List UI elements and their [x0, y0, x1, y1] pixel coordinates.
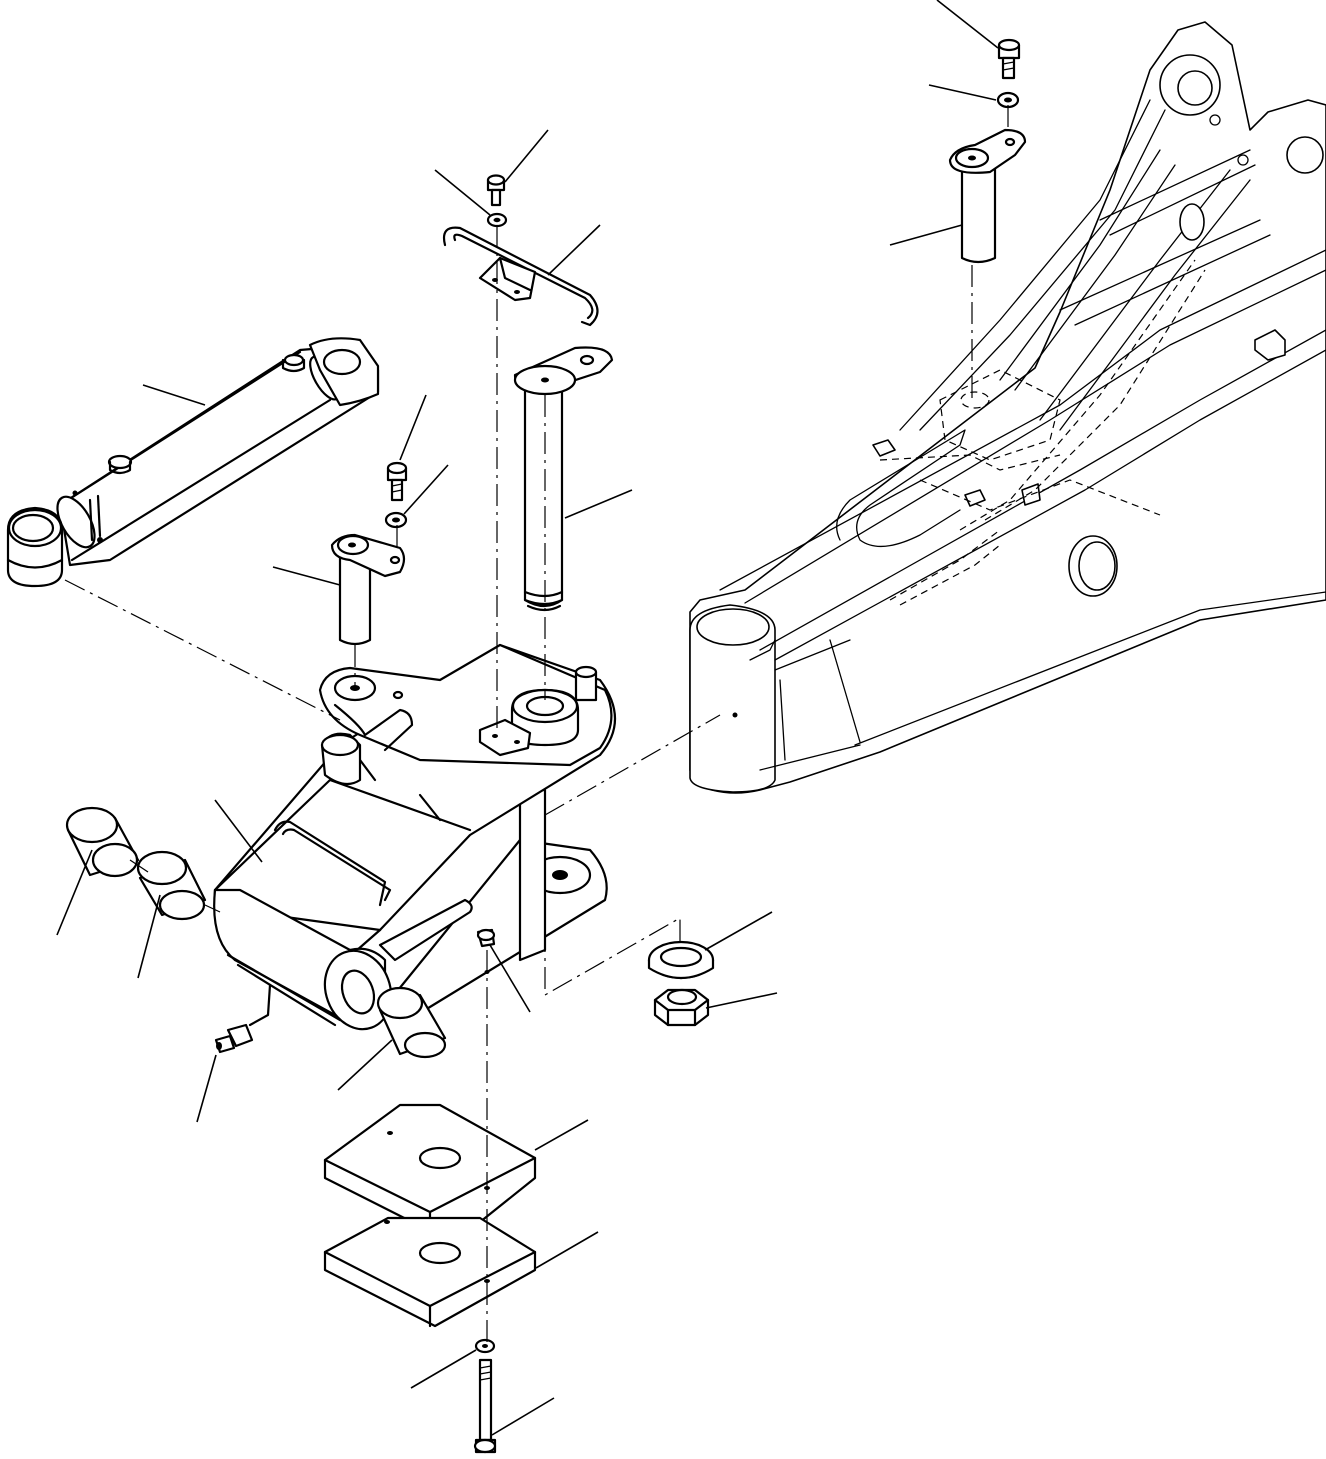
swing-bracket	[213, 643, 617, 1054]
assembly-axes	[64, 105, 1009, 1342]
bushing-2	[136, 850, 207, 921]
thrust-washer	[647, 940, 715, 980]
bushing-1	[65, 806, 140, 878]
wear-plate-lower	[323, 1216, 537, 1328]
bolt-top-center	[486, 174, 508, 228]
boom-frame	[689, 21, 1326, 794]
pivot-pin-small	[330, 533, 406, 646]
main-pivot-pin	[513, 346, 614, 612]
bolt-small-pin	[384, 461, 408, 529]
pivot-pin-upper-right	[948, 128, 1027, 264]
bushing-3	[376, 986, 447, 1059]
bolt-upper-right	[996, 38, 1021, 109]
callout-leaders	[56, 0, 999, 1436]
retainer-clip	[442, 226, 599, 327]
lock-nut	[653, 988, 710, 1027]
wear-plate-upper	[323, 1103, 537, 1232]
nut-bracket	[476, 928, 496, 974]
hydraulic-cylinder	[6, 337, 380, 588]
bottom-bolt	[473, 1338, 497, 1454]
